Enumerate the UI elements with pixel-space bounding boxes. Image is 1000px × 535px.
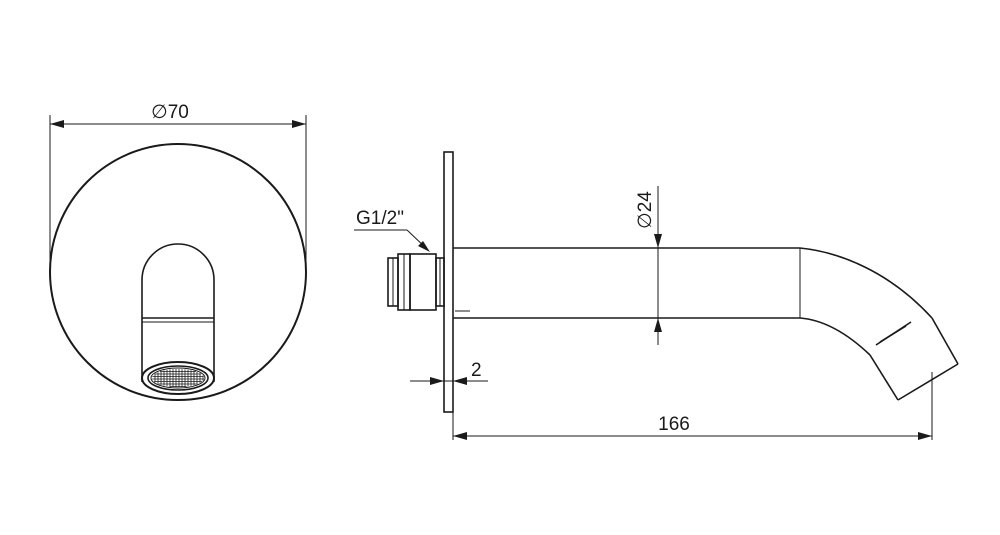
overall-length-label: 166: [658, 414, 690, 435]
dimension-plate-thickness: 2: [410, 360, 488, 385]
front-view: ∅70: [49, 102, 307, 401]
rosette-diameter-label: ∅70: [151, 102, 189, 123]
spout-diameter-label: ∅24: [635, 191, 656, 229]
spout-side: [453, 247, 959, 401]
dimension-thread: G1/2": [354, 208, 430, 252]
dimension-rosette-diameter: ∅70: [49, 102, 307, 268]
aerator-icon: [141, 361, 215, 395]
thread-label: G1/2": [356, 208, 404, 229]
dimension-spout-diameter: ∅24: [635, 186, 662, 345]
plate-thickness-label: 2: [471, 360, 482, 381]
side-view: G1/2" ∅24 2 166: [354, 151, 959, 440]
rosette-circle: [49, 143, 307, 401]
wall-plate: [443, 151, 454, 413]
thread-connector: [387, 253, 445, 311]
spout-front-outline: [141, 243, 215, 382]
dimension-overall-length: 166: [452, 372, 933, 440]
